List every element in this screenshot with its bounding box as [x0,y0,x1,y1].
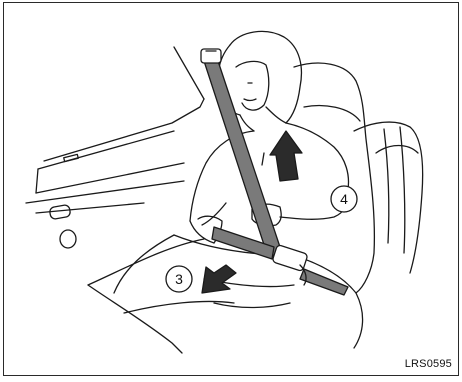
figure-code: LRS0595 [405,358,452,370]
callout-3: 3 [166,266,192,292]
seatbelt-illustration: 4 3 [4,3,458,375]
arrow-up-icon [270,131,302,181]
callout-3-label: 3 [175,271,183,287]
seat-cushion [88,239,363,353]
callout-4-label: 4 [340,191,348,207]
arrow-down-left-icon [202,265,236,293]
door-window [26,47,204,213]
callout-4: 4 [331,186,357,212]
seat-back [294,63,423,293]
illustration-frame: 4 3 LRS0595 [3,2,459,376]
